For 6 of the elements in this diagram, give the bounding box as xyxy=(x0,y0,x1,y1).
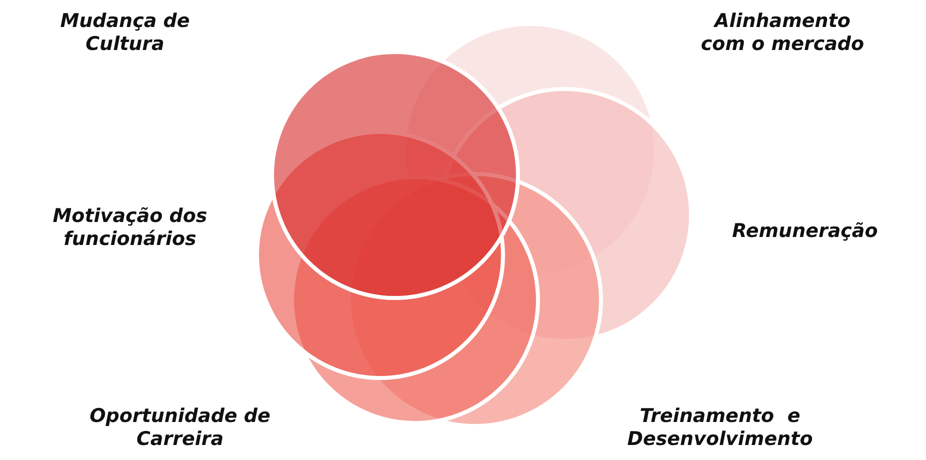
category-label: Treinamento e Desenvolvimento xyxy=(626,405,814,451)
category-label: Oportunidade de Carreira xyxy=(88,405,272,451)
category-label: Remuneração xyxy=(731,220,879,243)
category-label: Mudança de Cultura xyxy=(59,10,191,56)
category-label: Motivação dos funcionários xyxy=(52,205,208,251)
category-label: Alinhamento com o mercado xyxy=(700,10,866,56)
